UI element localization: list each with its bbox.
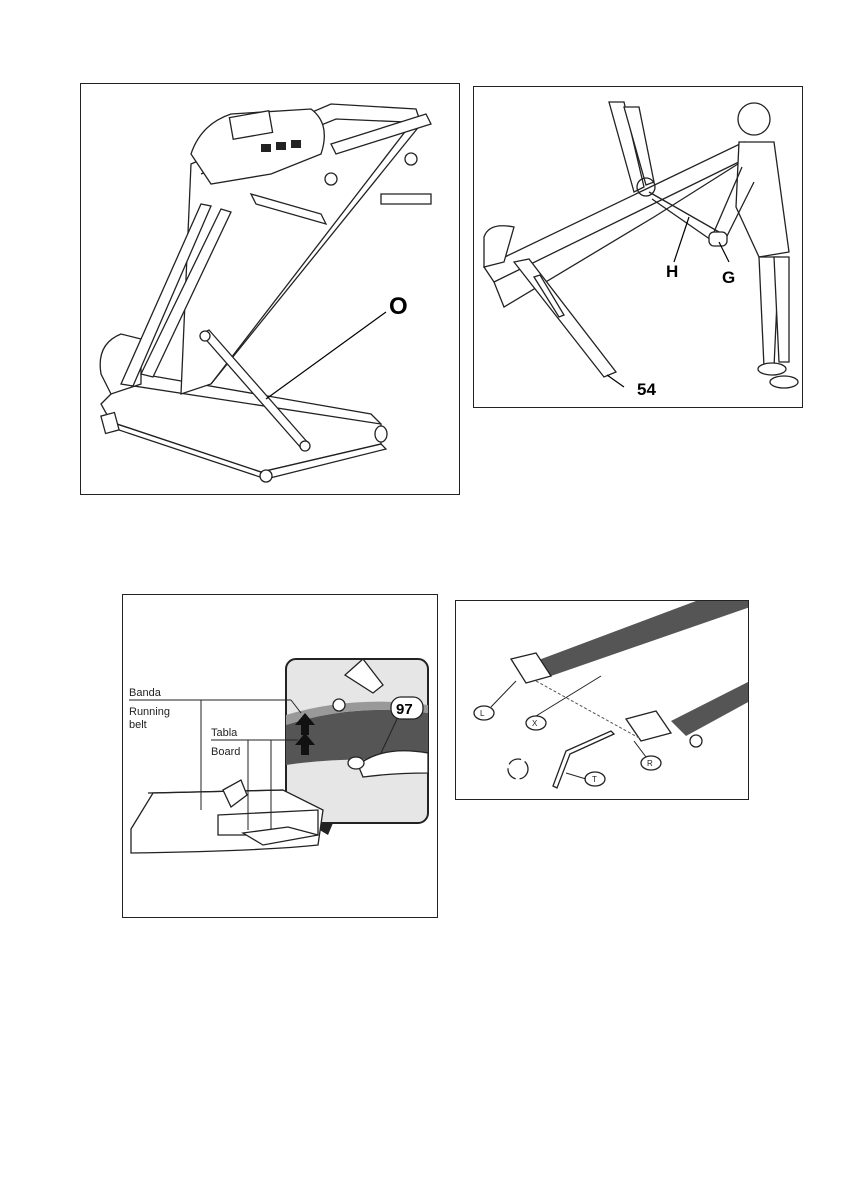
label-97: 97: [396, 701, 413, 718]
label-x: X: [532, 719, 538, 728]
label-54: 54: [637, 380, 656, 399]
label-r: R: [647, 759, 653, 768]
figure-folded-treadmill: O: [80, 83, 460, 495]
figure-belt-lubrication: 97 Banda Running belt Tabla Board: [122, 594, 438, 918]
roller-adjustment-drawing: L X R T: [456, 601, 749, 800]
figure-tilting-treadmill: H G 54: [473, 86, 803, 408]
label-banda: Banda: [129, 687, 162, 699]
label-l: L: [480, 709, 485, 718]
label-tabla: Tabla: [211, 727, 238, 739]
label-board: Board: [211, 746, 240, 758]
belt-lubrication-drawing: 97 Banda Running belt Tabla Board: [123, 595, 438, 918]
figure-roller-adjustment: L X R T: [455, 600, 749, 800]
label-o: O: [389, 293, 408, 320]
label-h: H: [666, 262, 678, 281]
label-running: Running: [129, 706, 170, 718]
label-g: G: [722, 268, 735, 287]
folded-treadmill-drawing: O: [81, 84, 460, 495]
label-belt: belt: [129, 719, 147, 731]
tilting-treadmill-drawing: H G 54: [474, 87, 803, 408]
label-t: T: [592, 775, 597, 784]
